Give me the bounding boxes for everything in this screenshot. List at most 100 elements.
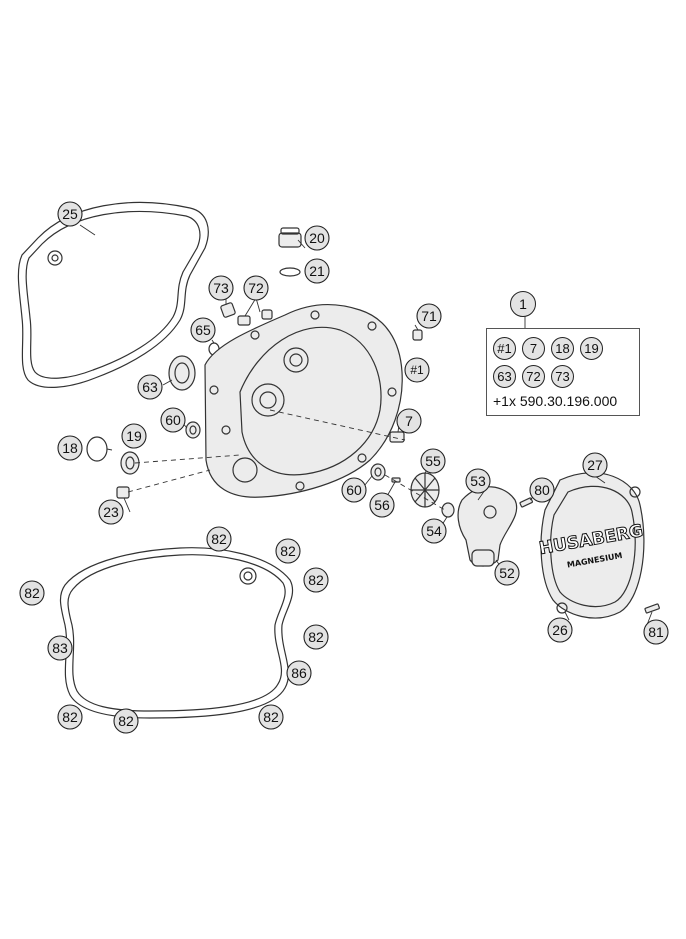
- callout-label: 65: [195, 322, 211, 338]
- callout-82: 82: [275, 538, 301, 564]
- callout-20: 20: [304, 225, 330, 251]
- bushing-73: [220, 302, 236, 318]
- seal-60-left: [185, 421, 201, 439]
- callout-63: 63: [137, 374, 163, 400]
- callout-label: 86: [291, 665, 307, 681]
- callout-7: 7: [396, 408, 422, 434]
- callout-label: 25: [62, 206, 78, 222]
- callout-52: 52: [494, 560, 520, 586]
- kit-part-number: +1x 590.30.196.000: [493, 393, 618, 409]
- circlip-18: [86, 436, 108, 462]
- callout-label: 19: [126, 428, 142, 444]
- pin-23: [116, 486, 130, 499]
- kit-item: 7: [522, 337, 545, 360]
- gasket-25: [17, 201, 209, 388]
- callout-86: 86: [286, 660, 312, 686]
- kit-item: #1: [493, 337, 516, 360]
- seal-60-right: [370, 463, 386, 481]
- gasket-86: [59, 547, 294, 719]
- bolt-71: [412, 329, 423, 341]
- callout-label: 23: [103, 504, 119, 520]
- callout-26: 26: [547, 617, 573, 643]
- callout-56: 56: [369, 492, 395, 518]
- callout-label: 82: [280, 543, 296, 559]
- callout-label: 18: [62, 440, 78, 456]
- callout-label: 20: [309, 230, 325, 246]
- callout-label: 27: [587, 457, 603, 473]
- water-pump-cover: [457, 486, 518, 567]
- callout-82: 82: [303, 567, 329, 593]
- callout-82: 82: [258, 704, 284, 730]
- callout-label: 52: [499, 565, 515, 581]
- callout-23: 23: [98, 499, 124, 525]
- callout-label: 53: [470, 473, 486, 489]
- callout-label: 26: [552, 622, 568, 638]
- callout-label: 82: [308, 572, 324, 588]
- callout-53: 53: [465, 468, 491, 494]
- kit-item: 73: [551, 365, 574, 388]
- cover-marker: #1: [404, 357, 430, 383]
- callout-82: 82: [57, 704, 83, 730]
- callout-82: 82: [206, 526, 232, 552]
- callout-label: 83: [52, 640, 68, 656]
- dowel-7: [389, 431, 405, 443]
- callout-82: 82: [113, 708, 139, 734]
- kit-number-badge: 1: [510, 291, 536, 317]
- ignition-cover-27: [540, 472, 645, 619]
- callout-label: 71: [421, 308, 437, 324]
- impeller-55: [410, 472, 440, 508]
- kit-contents-box: #1 7 18 19 63 72 73 +1x 590.30.196.000: [486, 328, 640, 416]
- callout-55: 55: [420, 448, 446, 474]
- screw-80: [519, 497, 533, 508]
- callout-label: 82: [211, 531, 227, 547]
- callout-label: 56: [374, 497, 390, 513]
- bushing-72: [237, 309, 273, 326]
- callout-82: 82: [19, 580, 45, 606]
- screw-81: [644, 603, 660, 614]
- callout-25: 25: [57, 201, 83, 227]
- callout-label: 73: [213, 280, 229, 296]
- callout-label: 63: [142, 379, 158, 395]
- callout-label: 81: [648, 624, 664, 640]
- callout-65: 65: [190, 317, 216, 343]
- callout-label: 7: [405, 413, 413, 429]
- kit-item: 63: [493, 365, 516, 388]
- plug-20: [278, 227, 302, 248]
- callout-label: 72: [248, 280, 264, 296]
- kit-item: 19: [580, 337, 603, 360]
- callout-60: 60: [160, 407, 186, 433]
- callout-72: 72: [243, 275, 269, 301]
- callout-label: 82: [62, 709, 78, 725]
- callout-71: 71: [416, 303, 442, 329]
- callout-83: 83: [47, 635, 73, 661]
- callout-81: 81: [643, 619, 669, 645]
- callout-60: 60: [341, 477, 367, 503]
- callout-label: 60: [165, 412, 181, 428]
- callout-27: 27: [582, 452, 608, 478]
- kit-row-1: #1 7 18 19: [493, 337, 603, 360]
- washer-54: [441, 502, 455, 518]
- callout-21: 21: [304, 258, 330, 284]
- callout-80: 80: [529, 477, 555, 503]
- assembly-line-2: [269, 409, 446, 511]
- callout-label: 80: [534, 482, 550, 498]
- callout-label: 55: [425, 453, 441, 469]
- kit-item: 18: [551, 337, 574, 360]
- bearing-63: [168, 355, 196, 391]
- callout-82: 82: [303, 624, 329, 650]
- callout-73: 73: [208, 275, 234, 301]
- callout-54: 54: [421, 518, 447, 544]
- callout-label: 82: [118, 713, 134, 729]
- svg-text:#1: #1: [410, 363, 424, 377]
- callout-label: 21: [309, 263, 325, 279]
- callout-label: 82: [24, 585, 40, 601]
- pin-56: [391, 477, 401, 483]
- callout-label: 82: [263, 709, 279, 725]
- kit-row-2: 63 72 73: [493, 365, 574, 388]
- kit-item: 72: [522, 365, 545, 388]
- callout-18: 18: [57, 435, 83, 461]
- o-ring-21: [279, 267, 301, 277]
- callout-19: 19: [121, 423, 147, 449]
- callout-label: 82: [308, 629, 324, 645]
